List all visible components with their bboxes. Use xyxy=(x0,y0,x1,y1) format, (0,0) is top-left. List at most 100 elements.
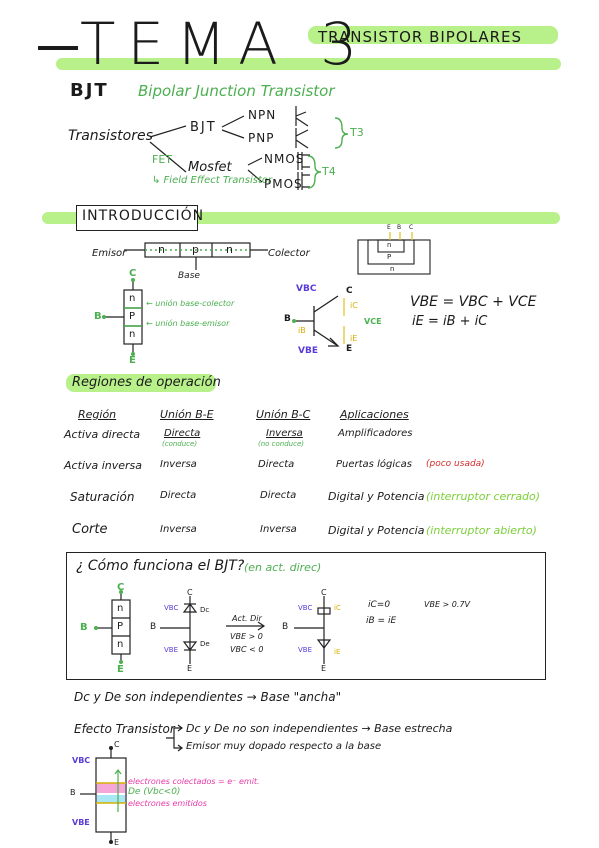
efecto-title: Efecto Transistor xyxy=(74,722,175,736)
bjt-full-name: Bipolar Junction Transistor xyxy=(138,82,335,100)
cross-label-c: C xyxy=(409,224,414,231)
symbol-c: C xyxy=(346,286,353,296)
right-e: E xyxy=(321,664,327,673)
how-title: ¿ Cómo funciona el BJT? xyxy=(76,558,245,574)
diode-de: De xyxy=(200,640,210,648)
tree-t3: T3 xyxy=(350,126,364,139)
row2-note: (poco usada) xyxy=(426,459,485,469)
row1-app: Amplificadores xyxy=(338,428,413,439)
how-box xyxy=(66,552,546,680)
tree-npn: NPN xyxy=(248,108,277,122)
colector-label: Colector xyxy=(268,248,310,259)
row1-bc-note: (no conduce) xyxy=(258,440,305,448)
bjt-label: BJT xyxy=(70,80,109,101)
right-vbe: VBE xyxy=(298,646,313,654)
npn-cell-n1: n xyxy=(158,243,165,256)
intro-title-box xyxy=(76,205,198,231)
row2-app: Puertas lógicas xyxy=(336,459,412,470)
vce-label: VCE xyxy=(364,317,382,326)
right-vbc: VBC xyxy=(298,604,313,612)
ie-label: iE xyxy=(350,334,358,343)
right-ic: iC xyxy=(334,604,341,612)
efecto-e: E xyxy=(114,838,120,847)
regions-title: Regiones de operación xyxy=(72,375,221,390)
emisor-label: Emisor xyxy=(92,248,127,259)
vnpn-c: C xyxy=(129,268,137,279)
efecto-b: B xyxy=(70,788,76,797)
tree-mosfet: Mosfet xyxy=(188,160,232,175)
cond-vbe: VBE > 0 xyxy=(230,632,263,641)
act-dir-label: Act. Dir xyxy=(232,614,262,623)
row1-be: Directa xyxy=(164,428,201,439)
cross-label-e: E xyxy=(387,224,391,231)
row4-be: Inversa xyxy=(160,524,197,535)
vnpn-cell-3: n xyxy=(129,329,136,340)
diode-vbe: VBE xyxy=(164,646,179,654)
npn-cell-p: p xyxy=(192,243,199,256)
regions-highlight xyxy=(66,374,216,392)
row2-region: Activa inversa xyxy=(64,459,142,472)
diode-e: E xyxy=(187,664,193,673)
vnpn-cell-1: n xyxy=(129,293,136,304)
tree-root: Transistores xyxy=(68,128,153,144)
cond-vbc: VBC < 0 xyxy=(230,645,264,654)
efecto-vbe: VBE xyxy=(72,818,90,827)
cross-cell-n2: n xyxy=(390,265,395,273)
ic-zero: iC=0 xyxy=(368,600,391,610)
row1-bc: Inversa xyxy=(266,428,303,439)
how-cell-3: n xyxy=(117,639,124,650)
title-underline-highlight xyxy=(56,58,561,70)
row3-be: Directa xyxy=(160,490,197,501)
title-dash xyxy=(38,46,78,50)
subtitle-highlight xyxy=(308,26,558,44)
row4-bc: Inversa xyxy=(260,524,297,535)
electrons-emitted: electrones emitidos xyxy=(128,799,207,808)
how-e: E xyxy=(117,664,124,675)
efecto-vbc: VBC xyxy=(72,756,91,765)
row1-be-note: (conduce) xyxy=(162,440,198,448)
tree-pnp: PNP xyxy=(248,131,275,145)
be-junction-note: ← unión base-emisor xyxy=(146,319,230,328)
vbe-label: VBE xyxy=(298,346,318,356)
cross-cell-p: P xyxy=(387,253,392,261)
row4-note: (interruptor abierto) xyxy=(426,524,537,537)
vbe-threshold: VBE > 0.7V xyxy=(424,600,470,609)
intro-title: INTRODUCCIÓN xyxy=(82,208,205,224)
header-app: Aplicaciones xyxy=(340,408,409,421)
row2-be: Inversa xyxy=(160,459,197,470)
how-cell-2: P xyxy=(117,621,124,632)
ic-label: iC xyxy=(350,301,358,310)
how-note: (en act. direc) xyxy=(244,561,322,574)
symbol-b: B xyxy=(284,314,291,324)
right-c: C xyxy=(321,588,327,597)
diode-c: C xyxy=(187,588,193,597)
row3-app: Digital y Potencia xyxy=(328,490,425,503)
diode-vbc: VBC xyxy=(164,604,179,612)
bc-junction-note: ← unión base-colector xyxy=(146,299,235,308)
symbol-e: E xyxy=(346,344,353,354)
cross-label-b: B xyxy=(397,224,402,231)
equation-vbe: VBE = VBC + VCE xyxy=(410,294,537,310)
row4-app: Digital y Potencia xyxy=(328,524,425,537)
how-cell-1: n xyxy=(117,603,124,614)
vnpn-cell-2: P xyxy=(129,311,136,322)
cross-cell-n: n xyxy=(387,241,392,249)
vbc-label: VBC xyxy=(296,284,317,294)
ib-equals-ie: iB = iE xyxy=(366,616,397,626)
ib-label: iB xyxy=(298,326,306,335)
row3-note: (interruptor cerrado) xyxy=(426,490,541,503)
row3-region: Saturación xyxy=(70,490,135,504)
how-c: C xyxy=(117,582,125,593)
de-vbc-note: De (Vbc<0) xyxy=(128,787,181,797)
header-be: Unión B-E xyxy=(160,408,214,421)
electrons-collected: electrones colectados = e⁻ emit. xyxy=(128,777,260,786)
row4-region: Corte xyxy=(72,522,108,537)
header-bc: Unión B-C xyxy=(256,408,311,421)
